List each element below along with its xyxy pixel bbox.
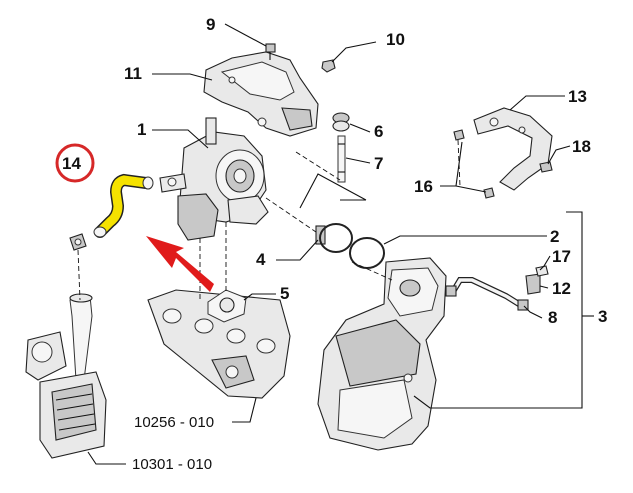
callout-1[interactable]: 1 — [137, 120, 146, 139]
callout-10[interactable]: 10 — [386, 30, 405, 49]
callout-12[interactable]: 12 — [552, 279, 571, 298]
bolt-part-18[interactable] — [539, 161, 553, 173]
callout-18[interactable]: 18 — [572, 137, 591, 156]
callout-11[interactable]: 11 — [124, 64, 142, 83]
callout-9[interactable]: 9 — [206, 15, 215, 34]
highlight-circle — [55, 143, 95, 183]
callout-5[interactable]: 5 — [280, 284, 289, 303]
callout-3[interactable]: 3 — [598, 307, 607, 326]
sensor-part-4[interactable] — [315, 223, 353, 253]
hose-gasket — [69, 233, 87, 251]
nut-part-10[interactable] — [321, 59, 336, 73]
pipe-part-8[interactable] — [445, 277, 529, 311]
heat-shield-part-11[interactable] — [203, 51, 319, 137]
callout-17[interactable]: 17 — [552, 247, 571, 266]
stud-part-7[interactable] — [337, 135, 346, 183]
turbocharger-part-1[interactable] — [159, 117, 269, 241]
oil-filter-module[interactable] — [25, 293, 107, 459]
catalytic-converter-part-3[interactable] — [317, 257, 447, 451]
callout-14[interactable]: 14 — [62, 154, 81, 173]
callout-16[interactable]: 16 — [414, 177, 433, 196]
bracket-part-13[interactable] — [473, 107, 553, 191]
callout-2[interactable]: 2 — [550, 227, 559, 246]
callout-7[interactable]: 7 — [374, 154, 383, 173]
ring-gasket-part-2[interactable] — [349, 237, 385, 269]
bracket-part-12[interactable] — [525, 273, 541, 295]
reference-filter-module[interactable]: 10301 - 010 — [132, 456, 212, 473]
reference-exhaust-manifold[interactable]: 10256 - 010 — [134, 414, 214, 431]
bolt-part-16-upper[interactable] — [453, 129, 465, 141]
callout-8[interactable]: 8 — [548, 308, 557, 327]
oil-hose-part-14[interactable] — [93, 173, 154, 238]
exhaust-manifold[interactable] — [147, 289, 291, 399]
assembly-lines — [77, 139, 461, 301]
bolt-part-9[interactable] — [265, 43, 276, 60]
bolt-part-16-lower[interactable] — [483, 187, 495, 199]
nut-part-6[interactable] — [332, 112, 350, 132]
callout-6[interactable]: 6 — [374, 122, 383, 141]
highlight-arrow — [146, 236, 214, 292]
callout-13[interactable]: 13 — [568, 87, 587, 106]
leader-lines — [87, 23, 594, 465]
callout-4[interactable]: 4 — [256, 250, 266, 269]
